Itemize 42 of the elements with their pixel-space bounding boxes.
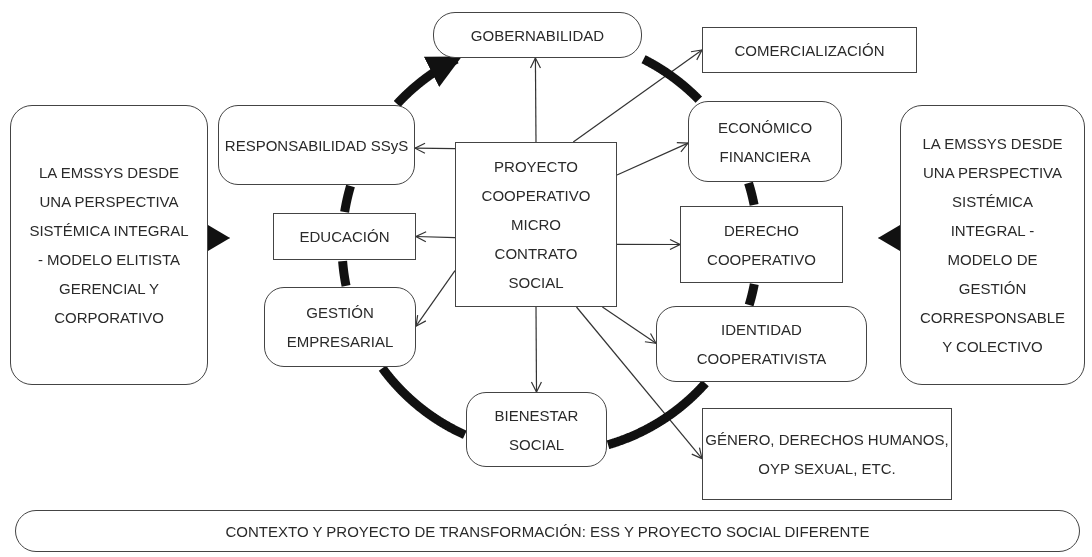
node-label: COMERCIALIZACIÓN (734, 40, 885, 61)
arrow (616, 238, 681, 251)
rounded-box (688, 101, 842, 182)
node-label: GESTIÓN EMPRESARIAL (285, 303, 395, 352)
thick-cycle-line (639, 55, 703, 104)
process-box (273, 213, 416, 260)
arrow (601, 306, 657, 344)
node-label: GÉNERO, DERECHOS HUMANOS, OYP SEXUAL, ETC. (705, 430, 949, 479)
arrow (415, 270, 456, 327)
node-label: GOBERNABILIDAD (470, 25, 605, 46)
node-label: CONTEXTO Y PROYECTO DE TRANSFORMACIÓN: ESS Y PROYECTO SOCIAL DIFERENTE (225, 521, 870, 542)
arrow (414, 142, 456, 154)
rounded-box (433, 12, 642, 58)
arrow (530, 306, 543, 393)
node-label: PROYECTO COOPERATIVO MICRO CONTRATO SOCIAL (480, 157, 592, 293)
node-label: ECONÓMICO FINANCIERA (716, 117, 814, 167)
node-label: LA EMSSYS DESDE UNA PERSPECTIVA SISTÉMICA INTEGRAL - MODELO ELITISTA GERENCIAL Y CORPORATIVO (28, 163, 190, 328)
process-box (702, 408, 952, 500)
rounded-box (10, 105, 208, 385)
node-label: LA EMSSYS DESDE UNA PERSPECTIVA SISTÉMICA INTEGRAL - MODELO DE GESTIÓN CORRESPONSABLE Y COLECTIVO (920, 134, 1065, 357)
arrow (529, 57, 542, 143)
node-label: BIENESTAR SOCIAL (493, 405, 580, 455)
process-box (680, 206, 843, 283)
rounded-box (264, 287, 416, 367)
direction-triangle (877, 225, 901, 251)
node-label: RESPONSABILIDAD SSyS (224, 135, 409, 156)
process-box (455, 142, 617, 307)
arrow (415, 231, 456, 243)
arrow (616, 142, 689, 176)
rounded-box (656, 306, 867, 382)
direction-triangle (207, 225, 231, 251)
thick-cycle-arrow (393, 54, 462, 109)
process-box (702, 27, 917, 73)
rounded-box (900, 105, 1085, 385)
node-label: DERECHO COOPERATIVO (706, 220, 817, 270)
node-label: EDUCACIÓN (299, 227, 390, 247)
node-label: IDENTIDAD COOPERATIVISTA (695, 320, 828, 369)
rounded-box (15, 510, 1080, 552)
arrow (575, 306, 703, 460)
rounded-box (466, 392, 607, 467)
arrow (572, 49, 703, 143)
rounded-box (218, 105, 415, 185)
